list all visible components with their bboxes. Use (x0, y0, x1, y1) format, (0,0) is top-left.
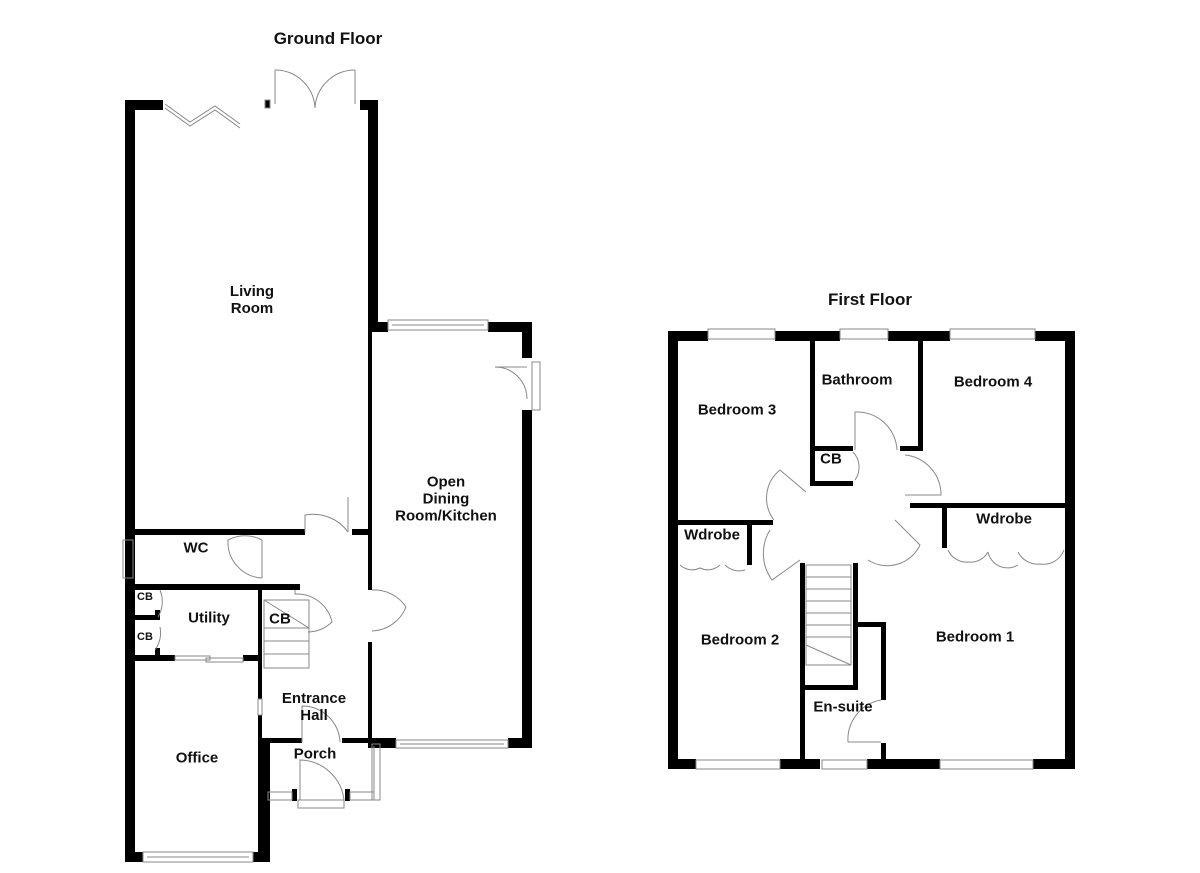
room-en-suite: En-suite (813, 698, 873, 716)
first-floor-title: First Floor (827, 290, 913, 309)
ground-floor-title: Ground Floor (273, 29, 383, 48)
first-floor-walls (668, 331, 1075, 769)
ground-floor-walls (125, 100, 532, 862)
room-office: Office (175, 749, 219, 767)
room-wardrobe-2: Wdrobe (684, 526, 740, 544)
room-bedroom-1: Bedroom 1 (935, 628, 1015, 646)
room-cb-stairs: CB (269, 610, 291, 628)
room-wc: WC (183, 539, 209, 557)
room-bedroom-3: Bedroom 3 (697, 401, 777, 419)
room-bedroom-4: Bedroom 4 (953, 373, 1033, 391)
room-bedroom-2: Bedroom 2 (700, 631, 780, 649)
room-cb-utility-1: CB (137, 591, 153, 603)
ground-floor-fixtures (122, 69, 541, 863)
room-bathroom: Bathroom (821, 371, 893, 389)
room-entrance-hall: Entrance Hall (281, 690, 347, 724)
room-wardrobe-1: Wdrobe (976, 510, 1032, 528)
room-porch: Porch (293, 745, 337, 763)
first-floor-fixtures (679, 328, 1065, 770)
room-cb-utility-2: CB (137, 631, 153, 643)
room-utility: Utility (188, 609, 230, 627)
room-dining-kitchen: Open Dining Room/Kitchen (395, 473, 497, 525)
room-living-room: Living Room (229, 283, 275, 317)
room-cb-landing: CB (820, 450, 842, 468)
